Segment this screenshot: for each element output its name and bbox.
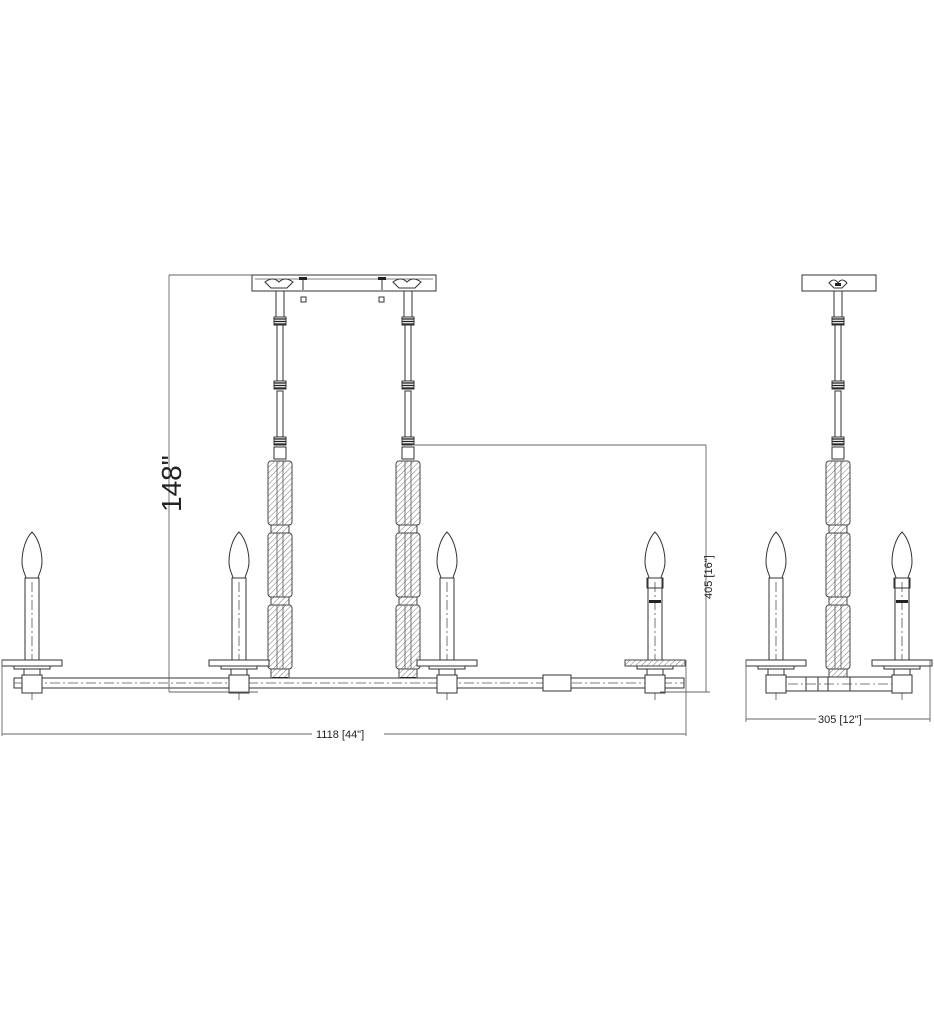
dimension-overall-width <box>1 660 687 736</box>
front-column-left <box>268 291 292 680</box>
side-arm-bar <box>769 676 909 694</box>
front-candle-2 <box>208 531 270 703</box>
front-candle-1 <box>1 531 63 703</box>
label-body-height: 405 [16"] <box>703 555 715 599</box>
dimension-depth <box>745 660 931 722</box>
front-candle-3 <box>416 531 478 703</box>
side-candle-right <box>871 531 933 703</box>
label-overall-width: 1118 [44"] <box>316 729 364 741</box>
side-view <box>745 274 933 703</box>
front-column-right <box>396 291 420 680</box>
front-view <box>1 274 686 703</box>
label-depth: 305 [12"] <box>818 714 862 726</box>
front-canopy <box>251 274 437 303</box>
side-column <box>826 291 850 680</box>
front-candle-4 <box>624 531 686 703</box>
label-overall-height: 148" <box>156 455 187 512</box>
front-arm-bar <box>13 674 685 692</box>
side-canopy <box>801 274 877 292</box>
dimension-overall-height <box>168 274 258 693</box>
dimension-body-height <box>412 444 710 693</box>
